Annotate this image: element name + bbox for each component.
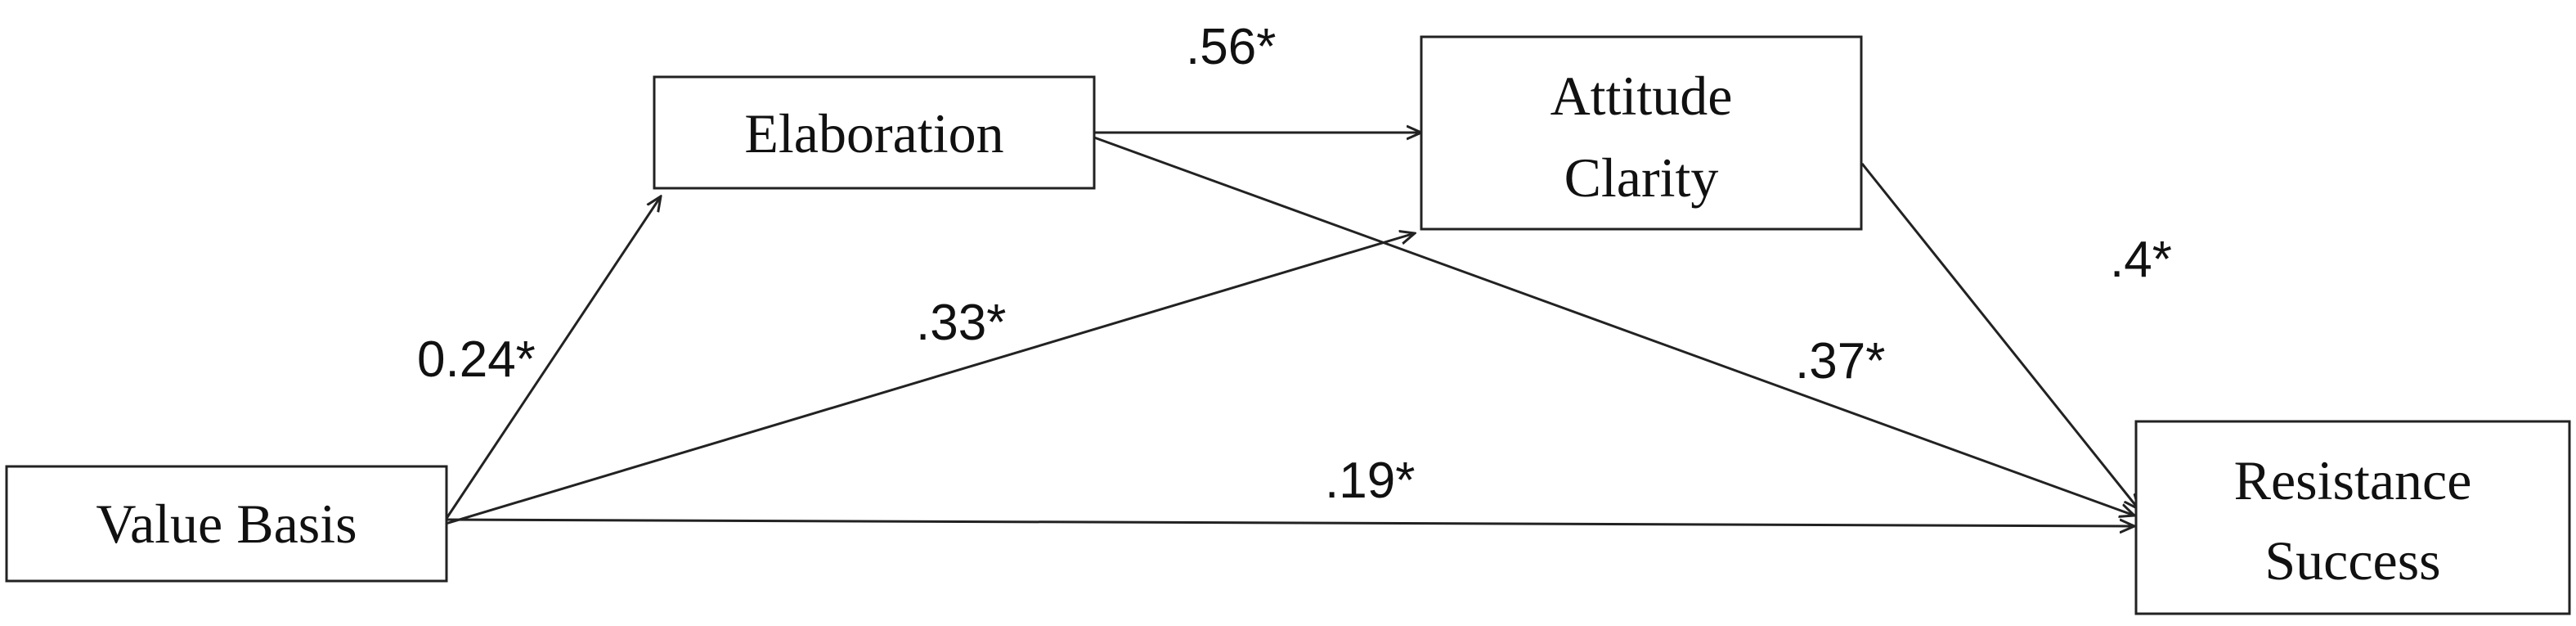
edge-label-elab-rs: .37* xyxy=(1795,333,1885,390)
node-label: Value Basis xyxy=(96,493,357,555)
edge-value-basis-to-resistance-success xyxy=(445,518,2134,526)
edge-value-basis-to-attitude-clarity xyxy=(445,233,1415,525)
node-elaboration: Elaboration xyxy=(653,75,1096,190)
edge-attitude-clarity-to-resistance-success xyxy=(1860,163,2138,509)
node-label-line2: Success xyxy=(2264,529,2440,592)
edge-label-vb-ac: .33* xyxy=(916,295,1006,351)
node-label: Elaboration xyxy=(744,102,1003,164)
node-label-line1: Resistance xyxy=(2234,449,2472,511)
node-label-line2: Clarity xyxy=(1564,146,1719,209)
edge-elaboration-to-resistance-success xyxy=(1093,136,2134,516)
edge-label-vb-elab: 0.24* xyxy=(417,331,536,388)
node-value-basis: Value Basis xyxy=(5,465,448,583)
edge-value-basis-to-elaboration xyxy=(444,196,661,520)
edge-label-vb-rs: .19* xyxy=(1325,453,1415,509)
edge-label-ac-rs: .4* xyxy=(2110,232,2172,288)
edge-label-elab-ac: .56* xyxy=(1186,19,1276,75)
node-attitude-clarity: Attitude Clarity xyxy=(1420,35,1863,231)
node-resistance-success: Resistance Success xyxy=(2134,420,2571,615)
node-label-line1: Attitude xyxy=(1551,65,1733,127)
